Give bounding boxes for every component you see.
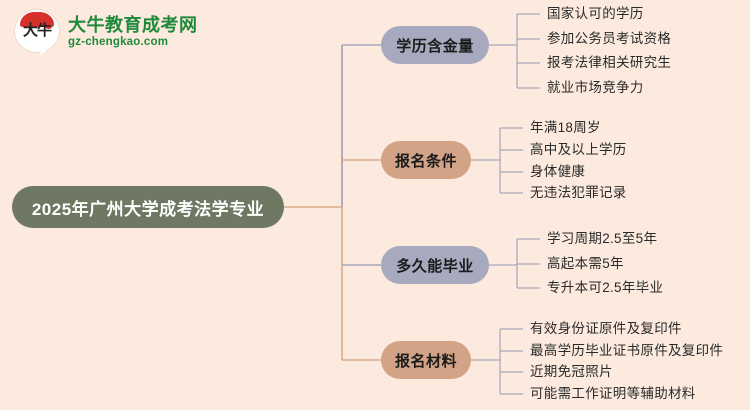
- branch-node-label: 报名材料: [394, 352, 457, 370]
- leaf-item: 高中及以上学历: [530, 142, 627, 157]
- logo-wordmark: 大牛教育成考网 gz-chengkao.com: [68, 15, 198, 49]
- branch-node-application-requirements[interactable]: 报名条件: [381, 141, 471, 179]
- branch-node-label: 报名条件: [394, 152, 457, 170]
- leaf-item: 参加公务员考试资格: [547, 31, 672, 46]
- branch-node-degree-value[interactable]: 学历含金量: [381, 26, 489, 64]
- logo-mark-icon: 大牛: [14, 9, 60, 58]
- branch-node-application-materials[interactable]: 报名材料: [381, 341, 471, 379]
- leaf-item: 专升本可2.5年毕业: [547, 280, 664, 295]
- leaf-item: 可能需工作证明等辅助材料: [530, 386, 696, 401]
- leaf-item: 国家认可的学历: [547, 6, 644, 21]
- leaf-item: 学习周期2.5至5年: [547, 231, 658, 246]
- leaf-item: 身体健康: [530, 164, 586, 179]
- leaf-item: 高起本需5年: [547, 256, 624, 271]
- logo-mark-text: 大牛: [22, 22, 52, 39]
- red-dot-shape: [44, 20, 53, 29]
- logo-domain: gz-chengkao.com: [68, 36, 169, 48]
- leaf-item: 报考法律相关研究生: [547, 55, 672, 70]
- branch-node-label: 学历含金量: [396, 37, 474, 55]
- branch-node-label: 多久能毕业: [396, 257, 474, 275]
- leaf-item: 有效身份证原件及复印件: [530, 321, 682, 336]
- leaf-item: 近期免冠照片: [530, 364, 613, 379]
- leaf-item: 年满18周岁: [530, 120, 601, 135]
- mindmap-root-node[interactable]: 2025年广州大学成考法学专业: [12, 186, 284, 228]
- site-logo[interactable]: 大牛 大牛教育成考网 gz-chengkao.com: [14, 6, 204, 58]
- root-node-label: 2025年广州大学成考法学专业: [31, 199, 265, 219]
- logo-title: 大牛教育成考网: [68, 15, 198, 35]
- branch-node-graduation-duration[interactable]: 多久能毕业: [381, 246, 489, 284]
- speech-bubble-tail: [39, 43, 50, 58]
- leaf-item: 就业市场竞争力: [547, 80, 644, 95]
- leaf-item: 无违法犯罪记录: [530, 185, 627, 200]
- leaf-item: 最高学历毕业证书原件及复印件: [530, 343, 724, 358]
